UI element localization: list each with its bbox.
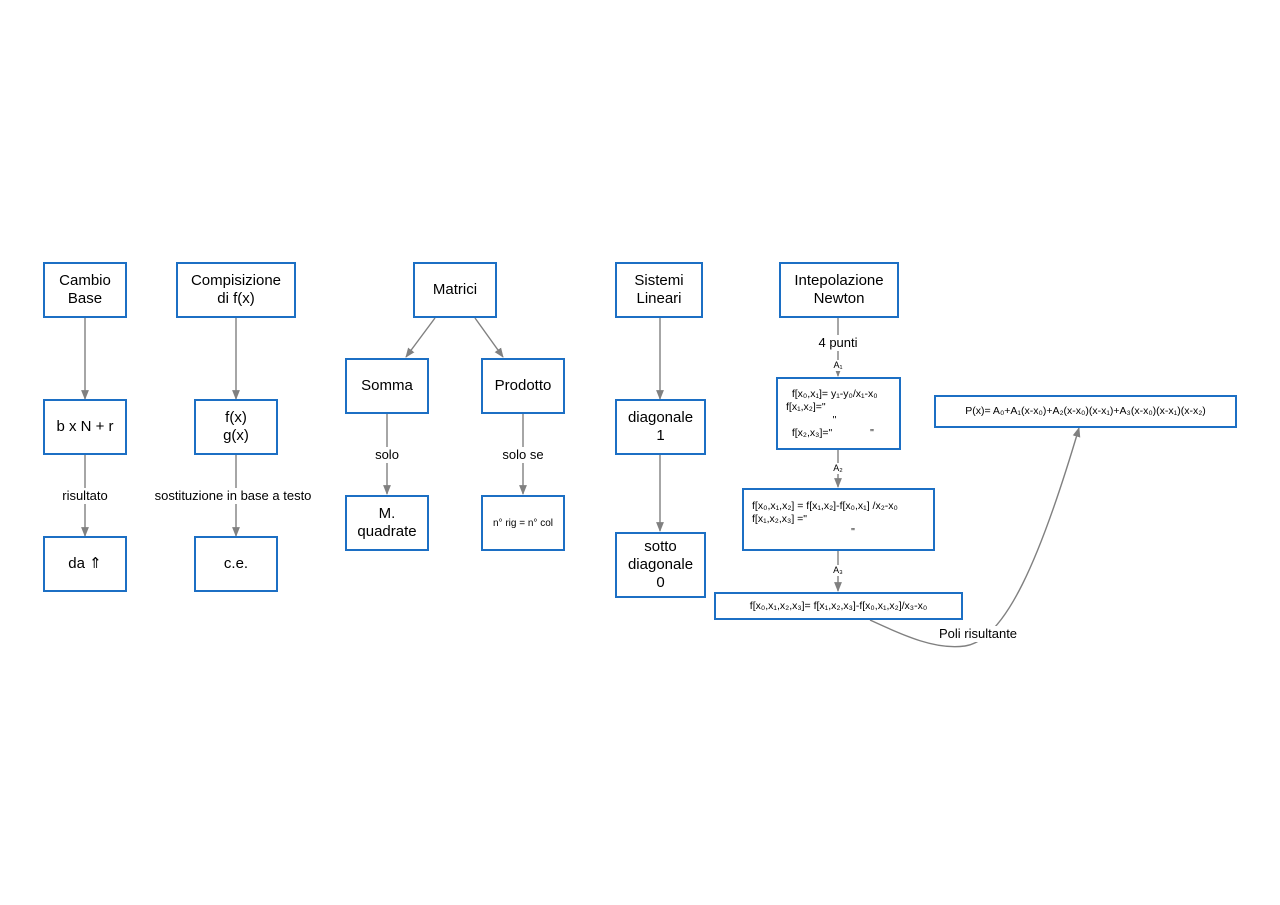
label-sostituzione: sostituzione in base a testo xyxy=(153,488,313,504)
node-diagonale: diagonale 1 xyxy=(615,399,706,455)
formula-third-difference: f[x₀,x₁,x₂,x₃]= f[x₁,x₂,x₃]-f[x₀,x₁,x₂]/… xyxy=(749,599,928,612)
node-polynomial: P(x)= A₀+A₁(x-x₀)+A₂(x-x₀)(x-x₁)+A₃(x-x₀… xyxy=(934,395,1237,428)
node-sotto-diagonale: sotto diagonale 0 xyxy=(615,532,706,598)
node-first-divided-difference: f[x₀,x₁]= y₁-y₀/x₁-x₀ f[x₁,x₂]=" " f[x₂,… xyxy=(776,377,901,450)
node-matrici: Matrici xyxy=(413,262,497,318)
node-sistemi-lineari: Sistemi Lineari xyxy=(615,262,703,318)
label-poli-risultante: Poli risultante xyxy=(938,626,1019,642)
label-a3: A₃ xyxy=(833,565,843,576)
node-fx-gx: f(x) g(x) xyxy=(194,399,278,455)
node-da: da ⇑ xyxy=(43,536,127,592)
node-rig-col: n° rig = n° col xyxy=(481,495,565,551)
edge-matrici-to-somma xyxy=(405,317,436,358)
node-newton: Intepolazione Newton xyxy=(779,262,899,318)
label-solo: solo xyxy=(374,447,400,463)
node-prodotto: Prodotto xyxy=(481,358,565,414)
node-somma: Somma xyxy=(345,358,429,414)
label-4-punti: 4 punti xyxy=(817,335,859,351)
label-solo-se: solo se xyxy=(501,447,545,463)
node-ce: c.e. xyxy=(194,536,278,592)
label-a1: A₁ xyxy=(833,360,843,371)
edge-matrici-to-prodotto xyxy=(474,317,504,358)
formula-polynomial: P(x)= A₀+A₁(x-x₀)+A₂(x-x₀)(x-x₁)+A₃(x-x₀… xyxy=(965,405,1206,417)
node-b-x-n-r: b x N + r xyxy=(43,399,127,455)
label-risultato: risultato xyxy=(61,488,109,504)
formula-first-difference: f[x₀,x₁]= y₁-y₀/x₁-x₀ f[x₁,x₂]=" " f[x₂,… xyxy=(786,387,878,439)
node-second-divided-difference: f[x₀,x₁,x₂] = f[x₁,x₂]-f[x₀,x₁] /x₂-x₀ f… xyxy=(742,488,935,551)
node-m-quadrate: M. quadrate xyxy=(345,495,429,551)
node-composizione: Compisizione di f(x) xyxy=(176,262,296,318)
node-third-divided-difference: f[x₀,x₁,x₂,x₃]= f[x₁,x₂,x₃]-f[x₀,x₁,x₂]/… xyxy=(714,592,963,620)
label-a2: A₂ xyxy=(833,463,843,474)
formula-second-difference: f[x₀,x₁,x₂] = f[x₁,x₂]-f[x₀,x₁] /x₂-x₀ f… xyxy=(752,500,898,538)
node-cambio-base: Cambio Base xyxy=(43,262,127,318)
